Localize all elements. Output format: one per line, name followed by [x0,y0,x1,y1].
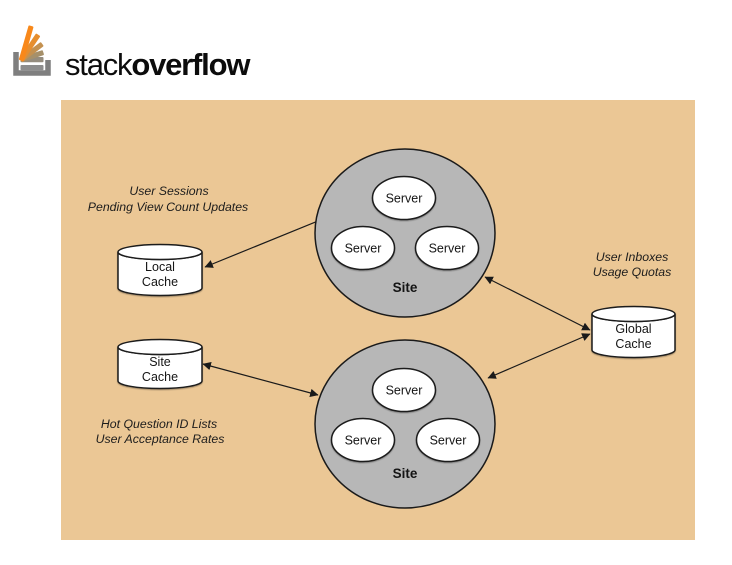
diagram-panel: Server Server Server Site Server Server … [61,100,695,540]
cache-label-line1: Local [145,260,175,274]
logo-word-overflow: overflow [131,47,250,82]
cylinder-top [117,338,203,356]
site-cache-note: Hot Question ID Lists User Acceptance Ra… [96,417,225,446]
server-node-ellipse [371,175,437,221]
arrow-global-cache-to-bottom-site [487,333,591,379]
caching-architecture-diagram: Server Server Server Site Server Server … [88,148,676,509]
fan-bar [18,25,34,62]
arrow-site-cache-to-bottom-site [202,361,319,398]
server-node-label: Server [386,192,423,206]
global-cache-cylinder: Global Cache [591,305,676,359]
tray-bar [20,65,44,71]
server-node-ellipse [414,225,480,271]
site-cache-cylinder: Site Cache [117,338,203,390]
logo-word-stack: stack [65,47,133,82]
cache-label-line2: Cache [615,337,651,351]
server-node-label: Server [429,242,466,256]
server-node-label: Server [345,242,382,256]
cache-label-line2: Cache [142,370,178,384]
global-cache-note: User Inboxes Usage Quotas [593,250,672,279]
note-line2: Usage Quotas [593,265,672,279]
local-cache-cylinder: Local Cache [117,243,203,297]
site-cluster-bottom: Server Server Server Site [314,339,496,509]
cylinder-top [591,305,676,323]
stackoverflow-logo: stackoverflow [10,8,270,86]
note-line1: User Sessions [129,184,208,198]
site-cluster-ellipse [314,339,496,509]
cache-label-line1: Global [615,322,651,336]
cache-label-line1: Site [149,355,171,369]
site-cluster-ellipse [314,148,496,318]
server-node-ellipse [330,417,396,463]
arrow-top-site-to-global-cache [484,276,591,331]
note-line2: Pending View Count Updates [88,200,248,214]
server-node-ellipse [371,367,437,413]
note-line1: User Inboxes [596,250,668,264]
server-node-label: Server [430,434,467,448]
note-line2: User Acceptance Rates [96,432,225,446]
logo-wordmark: stackoverflow [65,47,250,83]
cylinder-top [117,243,203,261]
site-cluster-label: Site [393,280,418,295]
server-node-ellipse [330,225,396,271]
server-node-ellipse [415,417,481,463]
server-node-label: Server [345,434,382,448]
tray-outline [13,52,51,76]
local-cache-note: User Sessions Pending View Count Updates [88,184,248,214]
note-line1: Hot Question ID Lists [101,417,217,431]
site-cluster-top: Server Server Server Site [314,148,496,318]
site-cluster-label: Site [393,466,418,481]
stackoverflow-tray-icon [13,25,51,76]
cache-label-line2: Cache [142,275,178,289]
server-node-label: Server [386,384,423,398]
